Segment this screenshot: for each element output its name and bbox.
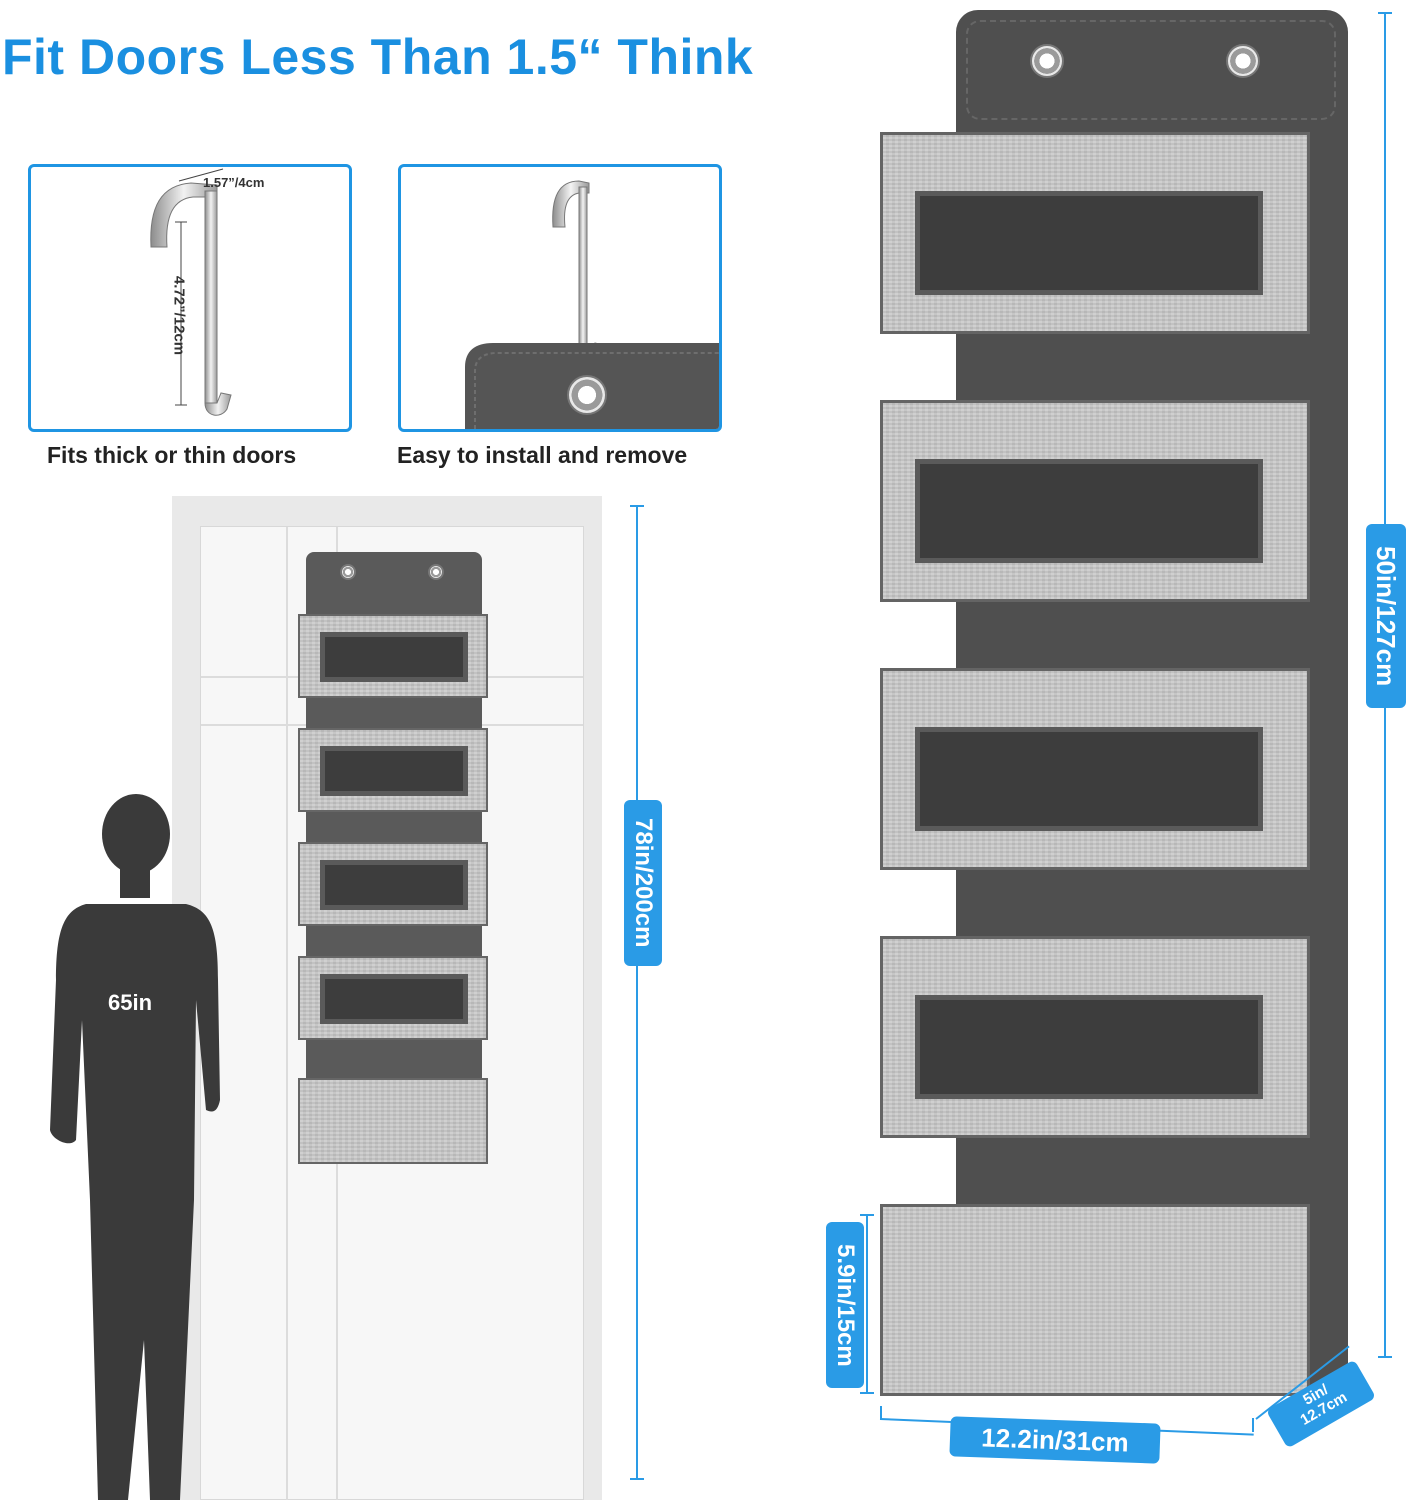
person-height-label: 65in (108, 990, 153, 1015)
width-dim-cap-right (1252, 1418, 1254, 1432)
organizer-stitch (966, 20, 1336, 120)
width-badge: 12.2in/31cm (949, 1416, 1161, 1464)
hook-width-label: 1.57”/4cm (203, 175, 265, 190)
small-pocket (298, 614, 488, 698)
pocket (880, 936, 1310, 1138)
person-silhouette-icon (50, 794, 220, 1500)
panel-hook-dimensions: 1.57”/4cm 4.72”/12cm (28, 164, 352, 432)
hook-height-label: 4.72”/12cm (170, 275, 188, 356)
pocket-window (320, 746, 468, 796)
pocket-window (915, 995, 1263, 1099)
grommet-icon (340, 564, 356, 580)
width-dim-cap-left (880, 1406, 882, 1420)
grommet-icon (1226, 44, 1260, 78)
pocket (880, 400, 1310, 602)
pocket (880, 132, 1310, 334)
pocket-bottom (880, 1204, 1310, 1396)
door-hook-icon (150, 168, 232, 416)
pocket-dim-cap-bottom (860, 1392, 874, 1394)
small-organizer (298, 552, 488, 1164)
pocket (880, 668, 1310, 870)
pocket-window (915, 191, 1263, 295)
door-hook-icon (465, 180, 719, 429)
pocket-window (320, 632, 468, 682)
grommet-icon (567, 375, 607, 415)
org-dim-cap-bottom (1378, 1356, 1392, 1358)
headline: Fit Doors Less Than 1.5“ Think (2, 29, 754, 85)
door-panel-line (286, 527, 288, 1500)
pocket-window (320, 974, 468, 1024)
organizer-height-badge: 50in/127cm (1366, 524, 1406, 708)
caption-easy-install: Easy to install and remove (397, 442, 688, 468)
small-pocket (298, 1078, 488, 1164)
large-organizer (870, 8, 1350, 1414)
caption-fits-doors: Fits thick or thin doors (47, 442, 297, 468)
pocket-window (915, 459, 1263, 563)
door-dim-cap-bottom (630, 1478, 644, 1480)
pocket-dim-line (866, 1214, 868, 1394)
panel-install (398, 164, 722, 432)
small-pocket (298, 728, 488, 812)
door-dim-line (636, 505, 638, 1480)
door-height-badge: 78in/200cm (624, 800, 662, 966)
small-pocket (298, 956, 488, 1040)
small-pocket (298, 842, 488, 926)
pocket-window (915, 727, 1263, 831)
pocket-height-badge: 5.9in/15cm (826, 1222, 864, 1388)
grommet-icon (1030, 44, 1064, 78)
grommet-icon (428, 564, 444, 580)
pocket-window (320, 860, 468, 910)
